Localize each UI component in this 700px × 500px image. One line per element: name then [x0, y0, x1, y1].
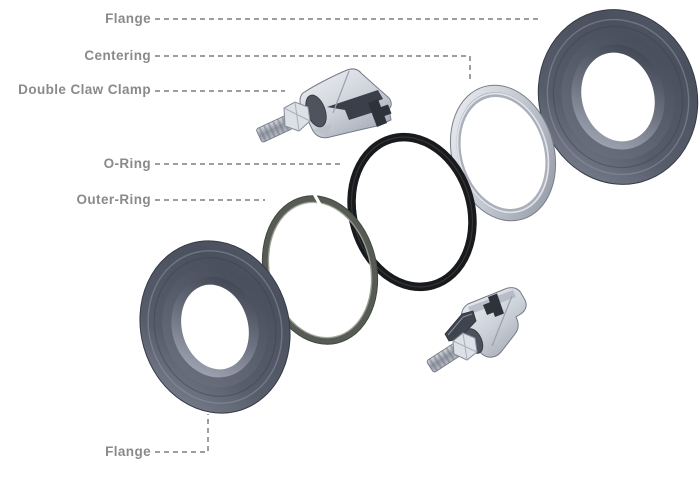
- clamp-bottom-jaw-highlight: [447, 313, 473, 336]
- clamp-top-jaw-slot: [327, 90, 383, 120]
- label-flange-top: Flange: [105, 11, 151, 26]
- clamp-bottom-jaw-wedge: [444, 310, 477, 342]
- double-claw-clamp-top-part: [256, 68, 392, 143]
- clamp-top-claw-key: [368, 99, 392, 127]
- flange-top-part: [537, 9, 699, 185]
- clamp-bottom-seam: [491, 295, 513, 347]
- label-double-claw-clamp: Double Claw Clamp: [18, 82, 151, 97]
- double-claw-clamp-bottom-part: [426, 287, 527, 373]
- clamp-top-foot: [313, 124, 332, 136]
- outer-ring-gap: [310, 189, 322, 207]
- leader-lines: [155, 18, 542, 453]
- label-outer-ring: Outer-Ring: [76, 192, 151, 207]
- clamp-top-seam: [332, 70, 350, 114]
- label-o-ring: O-Ring: [103, 156, 151, 171]
- leader-centering: [155, 55, 471, 80]
- clamp-top-nut-facets: [283, 101, 311, 132]
- label-flange-bottom: Flange: [105, 444, 151, 459]
- flange-bottom-part: [139, 240, 291, 414]
- centering-ring-part: [449, 84, 557, 222]
- clamp-bottom-claw-key-stem: [488, 293, 504, 317]
- label-centering: Centering: [84, 48, 151, 63]
- leader-flange-bottom: [155, 414, 209, 453]
- clamp-bottom-nut-facets: [452, 332, 478, 361]
